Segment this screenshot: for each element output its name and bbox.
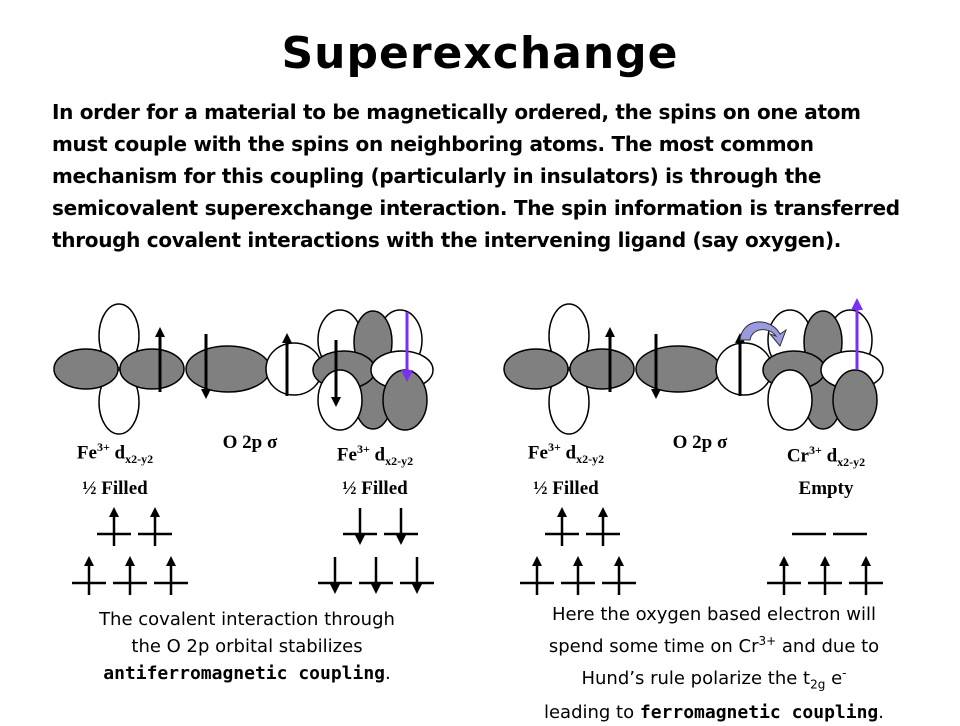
- right-metal2-label: Cr3+ dx2-y2: [786, 443, 866, 470]
- left-oxygen-label: O 2p σ: [222, 432, 278, 453]
- right-caption: Here the oxygen based electron will spen…: [543, 604, 885, 723]
- right-panel-fe-eg-levels: [545, 507, 620, 546]
- right-fe-t2g-levels-antiparallel: [318, 557, 434, 594]
- slide-title: Superexchange: [281, 28, 679, 79]
- intro-paragraph: In order for a material to be magnetical…: [52, 100, 900, 252]
- right-fe-dx2y2-orbital: [503, 303, 635, 435]
- right-oxygen-label: O 2p σ: [672, 432, 728, 453]
- left-fe-t2g-levels: [72, 556, 188, 595]
- right-panel-fe-t2g-levels: [520, 556, 636, 595]
- left-metal1-label: Fe3+ dx2-y2: [76, 440, 154, 467]
- left-fe-dx2y2-orbital-rotated: [312, 309, 434, 431]
- right-fe-eg-levels-antiparallel: [343, 508, 418, 545]
- left-caption: The covalent interaction through the O 2…: [99, 609, 395, 684]
- right-metal2-fill: Empty: [798, 478, 854, 499]
- cr-dx2y2-orbital: [762, 309, 884, 431]
- right-metal1-fill: ½ Filled: [533, 478, 599, 499]
- left-fe-eg-levels: [97, 507, 172, 546]
- left-fe-dx2y2-orbital: [53, 303, 185, 435]
- left-metal2-fill: ½ Filled: [342, 478, 408, 499]
- electron-hop-arrow: [739, 321, 788, 347]
- cr-t2g-levels: [767, 556, 883, 595]
- left-metal2-label: Fe3+ dx2-y2: [336, 442, 414, 469]
- left-metal1-fill: ½ Filled: [82, 478, 148, 499]
- right-metal1-label: Fe3+ dx2-y2: [527, 440, 605, 467]
